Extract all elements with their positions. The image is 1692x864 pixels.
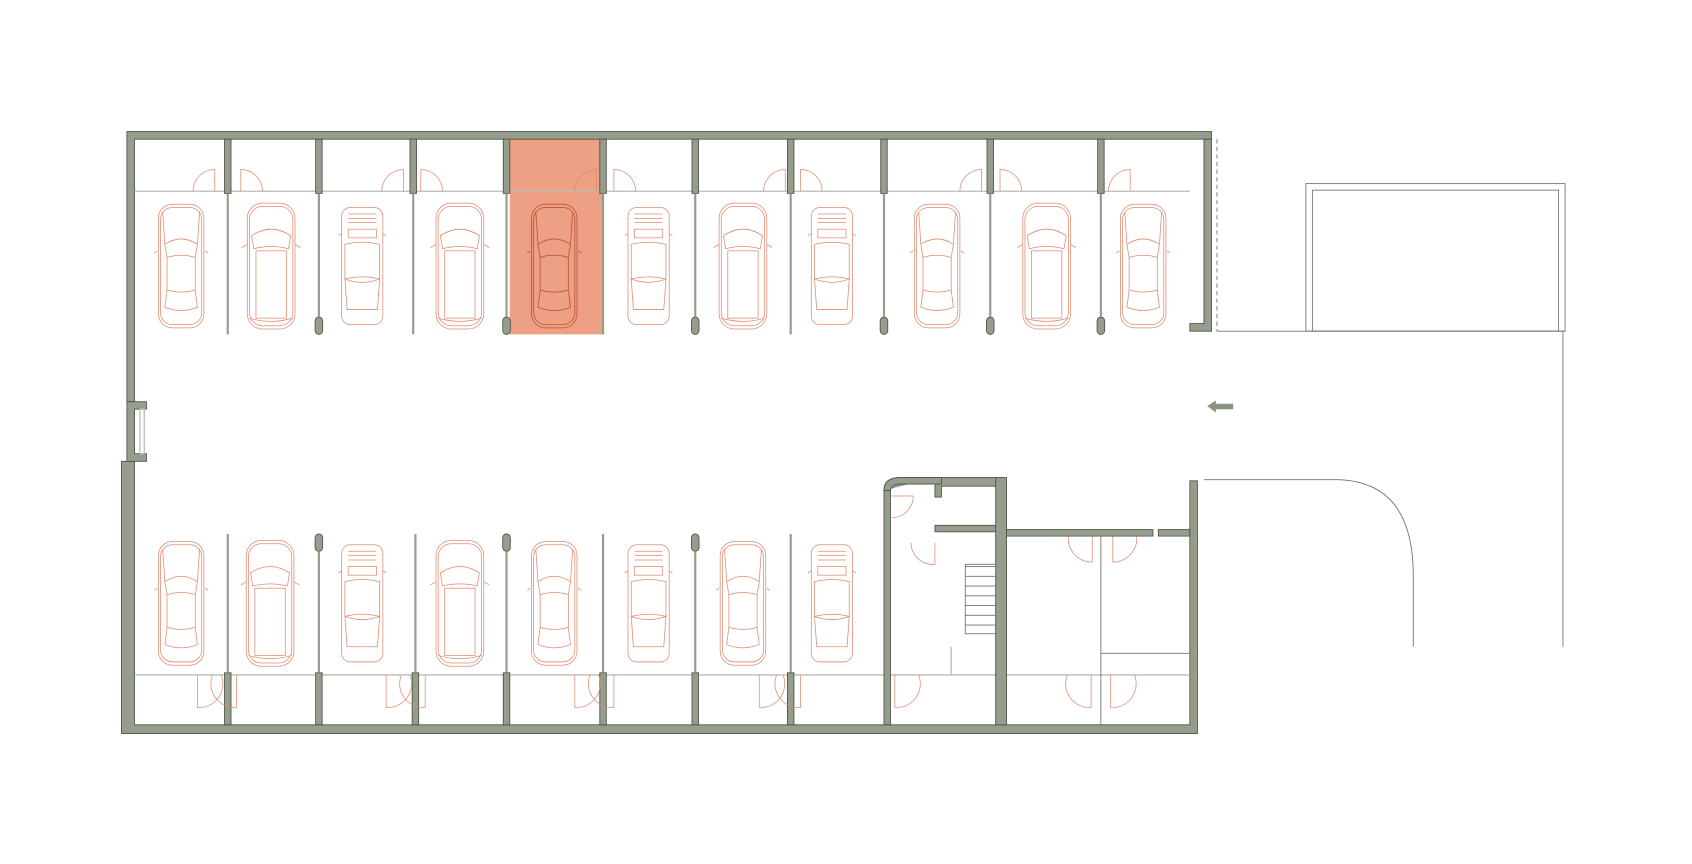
- storage-door[interactable]: [588, 674, 615, 708]
- storage-door[interactable]: [959, 169, 982, 192]
- parked-car: [337, 544, 387, 663]
- top-row-cars: [153, 202, 1171, 330]
- column: [691, 316, 700, 335]
- storage-divider: [880, 138, 888, 194]
- entry-arrow-icon: [1207, 400, 1234, 413]
- storage-divider: [1097, 138, 1105, 194]
- storage-divider: [786, 672, 795, 726]
- column: [691, 533, 700, 552]
- storage-partition-lines: [134, 190, 1190, 676]
- storage-divider: [502, 138, 511, 194]
- stair-core: [883, 477, 1191, 726]
- storage-divider: [224, 672, 232, 726]
- column: [1096, 316, 1106, 335]
- bottom-row-cars: [153, 539, 857, 667]
- parked-car: [430, 539, 490, 667]
- storage-divider: [411, 672, 420, 726]
- parked-car: [240, 539, 300, 667]
- storage-divider: [986, 138, 994, 194]
- site-context: [1203, 183, 1566, 647]
- adjacent-building: [1305, 183, 1566, 332]
- storage-door[interactable]: [399, 674, 426, 708]
- storage-door[interactable]: [240, 169, 263, 192]
- storage-door[interactable]: [758, 674, 786, 708]
- exterior-walls: [121, 131, 1218, 734]
- parked-car: [153, 541, 209, 666]
- parked-car: [807, 544, 857, 663]
- bottom-row-columns: [224, 533, 795, 726]
- column: [879, 316, 889, 335]
- parked-car: [624, 206, 674, 326]
- storage-door[interactable]: [574, 674, 601, 708]
- storage-door[interactable]: [894, 674, 921, 708]
- storage-divider: [315, 138, 323, 194]
- column: [502, 533, 511, 552]
- room-door[interactable]: [1112, 536, 1138, 563]
- storage-door[interactable]: [999, 169, 1023, 192]
- storage-divider: [315, 672, 323, 726]
- storage-divider: [599, 672, 607, 726]
- storage-door[interactable]: [385, 674, 413, 708]
- storage-door[interactable]: [381, 169, 404, 192]
- stair-door[interactable]: [910, 542, 936, 565]
- parked-car: [807, 206, 857, 326]
- parked-car: [1016, 202, 1077, 330]
- storage-door[interactable]: [613, 169, 636, 192]
- storage-door[interactable]: [1108, 169, 1131, 192]
- stair-steps: [965, 566, 996, 626]
- room-door[interactable]: [1067, 536, 1093, 563]
- parked-car: [713, 202, 773, 330]
- ramp-curve: [1203, 479, 1414, 647]
- storage-door[interactable]: [1110, 674, 1137, 708]
- storage-divider: [409, 138, 417, 194]
- storage-door[interactable]: [774, 674, 801, 708]
- storage-door[interactable]: [210, 674, 237, 708]
- storage-door[interactable]: [800, 169, 823, 192]
- storage-divider: [599, 138, 607, 194]
- top-row-columns: [224, 138, 1106, 335]
- parked-car: [430, 202, 490, 330]
- parked-car: [337, 206, 387, 326]
- storage-divider: [691, 138, 699, 194]
- parked-car: [1115, 203, 1171, 329]
- parked-car: [526, 541, 582, 666]
- highlighted-parking-space[interactable]: [509, 139, 604, 335]
- column: [314, 533, 324, 552]
- column: [502, 316, 511, 335]
- parked-car: [909, 203, 965, 329]
- storage-divider: [786, 138, 795, 194]
- parked-car: [624, 544, 674, 663]
- storage-doors: [192, 169, 1138, 708]
- storage-door[interactable]: [574, 169, 597, 192]
- storage-door[interactable]: [420, 169, 443, 192]
- storage-divider: [502, 672, 511, 726]
- storage-divider: [691, 672, 699, 726]
- column: [314, 316, 324, 335]
- storage-divider: [224, 138, 232, 194]
- stair-door[interactable]: [891, 495, 914, 519]
- storage-door[interactable]: [192, 169, 216, 192]
- parked-car: [241, 202, 301, 330]
- parked-car: [153, 203, 209, 329]
- storage-door[interactable]: [763, 169, 786, 192]
- parked-car: [715, 541, 771, 666]
- storage-door[interactable]: [1065, 674, 1092, 708]
- storage-door[interactable]: [197, 674, 224, 708]
- column: [986, 316, 995, 335]
